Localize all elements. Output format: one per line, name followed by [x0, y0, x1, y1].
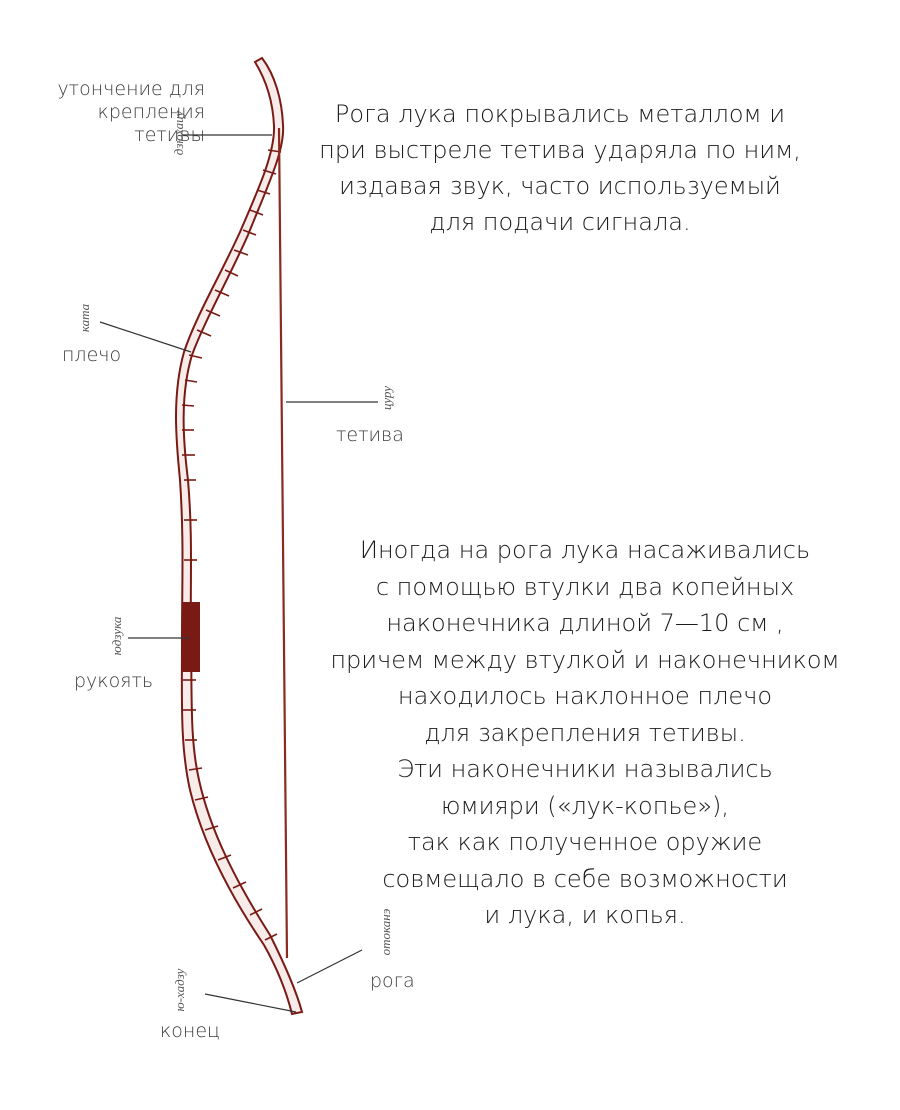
bow-string: [277, 127, 289, 959]
bottom-paragraph-line: с помощью втулки два копейных: [375, 572, 795, 601]
bottom-paragraph-line: юмияри («лук-копье»),: [441, 791, 729, 820]
bottom-paragraph-line: совмещало в себе возможности: [382, 864, 788, 893]
end-jp-term: ю-хадзу: [172, 968, 187, 1012]
bottom-paragraph-line: причем между втулкой и наконечником: [330, 645, 840, 674]
bottom-paragraph-line: и лука, и копья.: [484, 901, 686, 929]
nock-label: утончение для крепления тетивы: [57, 78, 205, 146]
string-jp-term: цуру: [379, 385, 394, 411]
top-paragraph-line: Рога лука покрывались металлом и: [334, 100, 786, 128]
horn-label: рога: [370, 970, 415, 992]
nock-jp-term: дзюхацу: [171, 110, 186, 156]
bottom-paragraph-line: для закрепления тетивы.: [424, 718, 746, 747]
bow-grip: [182, 602, 200, 672]
limb-label: плечо: [62, 344, 122, 366]
end-label: конец: [160, 1020, 220, 1042]
grip-jp-term: юдзука: [109, 616, 124, 656]
leader-lines: [99, 134, 378, 1013]
limb-jp-term: ката: [77, 303, 92, 333]
bottom-paragraph-line: Эти наконечники назывались: [397, 755, 773, 783]
bow-body: [175, 56, 304, 1016]
top-paragraph: Рога лука покрывались металлом и при выс…: [300, 96, 820, 240]
bottom-paragraph: Иногда на рога лука насаживались с помощ…: [300, 532, 870, 934]
top-paragraph-line: издавая звук, часто используемый: [339, 172, 781, 200]
top-paragraph-line: для подачи сигнала.: [429, 208, 691, 236]
bottom-paragraph-line: Иногда на рога лука насаживались: [359, 536, 811, 564]
bottom-paragraph-line: находилось наклонное плечо: [397, 682, 773, 710]
string-label: тетива: [336, 424, 404, 446]
bow-wrappings: [181, 149, 282, 941]
top-paragraph-line: при выстреле тетива ударяла по ним,: [319, 136, 801, 164]
bottom-paragraph-line: так как полученное оружие: [407, 828, 763, 856]
bottom-paragraph-line: наконечника длиной 7—10 см ,: [386, 609, 784, 637]
grip-label: рукоять: [74, 670, 154, 692]
